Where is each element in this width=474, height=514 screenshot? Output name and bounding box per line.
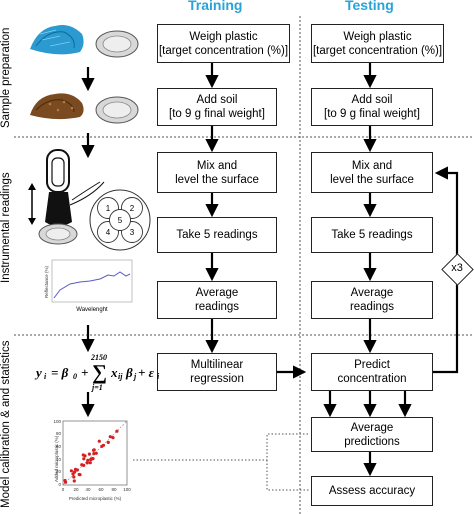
scatter-point xyxy=(69,469,73,473)
scatter-point xyxy=(92,448,96,452)
training-add-soil: Add soil [to 9 g final weight] xyxy=(157,88,277,126)
foil-tray-3 xyxy=(38,223,78,245)
training-heading: Training xyxy=(188,0,243,13)
regression-equation: y i = β 0 + 2150 ∑ j=1 x ij β j + ε i xyxy=(34,353,160,395)
scatter-point xyxy=(86,458,90,462)
foil-tray-2 xyxy=(95,96,139,124)
scatter-link-assess xyxy=(266,460,310,491)
eq-beta-j: β xyxy=(126,365,133,380)
scatter-point xyxy=(108,435,112,439)
testing-average-predictions: Average predictions xyxy=(311,417,433,452)
foil-tray-1 xyxy=(95,30,139,58)
scatter-point xyxy=(90,457,94,461)
scatter-point xyxy=(72,479,76,483)
scatter-plot xyxy=(62,420,128,486)
eq-sum-sign: ∑ xyxy=(92,360,107,384)
repeat-label: x3 xyxy=(451,262,463,274)
scatter-point xyxy=(87,452,91,456)
repeat-diamond: x3 xyxy=(441,253,474,286)
eq-plus-epsilon: + ε xyxy=(138,365,154,380)
scatter-point xyxy=(63,478,67,483)
training-weigh-plastic: Weigh plastic [target concentration (%)] xyxy=(157,24,290,63)
scatter-point xyxy=(97,439,101,443)
eq-beta0-sub: 0 xyxy=(73,372,77,381)
testing-predict-concentration: Predict concentration xyxy=(311,353,433,391)
scatter-point xyxy=(94,451,98,455)
eq-sum-bottom: j=1 xyxy=(92,383,103,392)
scatter-point xyxy=(92,452,96,456)
scatter-point xyxy=(106,440,110,444)
eq-term-x: x xyxy=(111,365,118,380)
scatter-point xyxy=(78,473,82,477)
scatter-point xyxy=(111,436,115,440)
testing-average-readings: Average readings xyxy=(311,281,433,319)
scatter-point xyxy=(72,470,77,474)
scatter-point xyxy=(82,457,86,461)
eq-sum-top: 2150 xyxy=(91,353,107,362)
testing-mix-level: Mix and level the surface xyxy=(311,152,433,193)
spectrometer-illustration xyxy=(28,149,105,226)
training-average-readings: Average readings xyxy=(157,281,277,319)
testing-heading: Testing xyxy=(345,0,394,13)
eq-epsilon-sub: i xyxy=(157,372,160,381)
eq-equals-beta0: = β xyxy=(51,365,69,380)
testing-assess-accuracy: Assess accuracy xyxy=(311,476,433,506)
soil-pile-illustration xyxy=(30,93,84,120)
spectrum-chart xyxy=(51,259,133,303)
training-multilinear-regression: Multilinear regression xyxy=(157,353,277,391)
scatter-point xyxy=(88,461,92,465)
testing-take-readings: Take 5 readings xyxy=(311,217,433,253)
scatter-point xyxy=(83,454,87,458)
reading-positions-diagram xyxy=(89,189,151,251)
scatter-point xyxy=(80,463,84,467)
eq-lhs: y xyxy=(36,365,42,380)
training-take-readings: Take 5 readings xyxy=(157,217,277,253)
testing-add-soil: Add soil [to 9 g final weight] xyxy=(311,88,433,126)
eq-plus-1: + xyxy=(81,365,89,380)
scatter-point xyxy=(72,475,76,479)
testing-weigh-plastic: Weigh plastic [target concentration (%)] xyxy=(311,24,444,63)
scatter-point xyxy=(101,443,106,447)
scatter-point xyxy=(73,467,78,471)
eq-lhs-sub: i xyxy=(44,372,47,381)
eq-beta-j-sub: j xyxy=(134,372,137,381)
plastic-pile-illustration xyxy=(30,25,84,55)
testing-arrows xyxy=(274,63,459,477)
training-mix-level: Mix and level the surface xyxy=(157,152,277,193)
scatter-link-avg xyxy=(133,433,310,461)
scatter-point xyxy=(85,461,89,465)
eq-term-x-sub: ij xyxy=(118,372,123,381)
scatter-point xyxy=(115,429,119,433)
